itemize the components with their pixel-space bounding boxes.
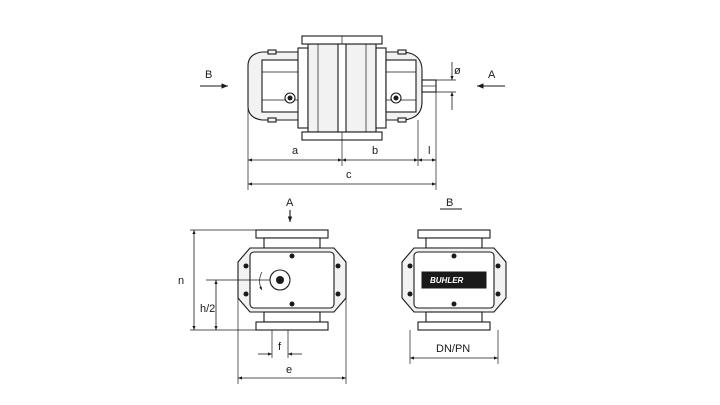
left-grease-nipple-center xyxy=(287,95,293,101)
right-bolt xyxy=(397,49,407,55)
inlet-neck xyxy=(263,237,321,249)
side-inlet-flange xyxy=(417,229,491,239)
dim-b-label: b xyxy=(372,145,378,157)
front-view-title: A xyxy=(286,197,294,209)
bolt xyxy=(243,291,249,297)
bolt xyxy=(495,263,501,269)
left-end-plate xyxy=(297,47,309,129)
left-bolt xyxy=(267,49,277,55)
center-rib xyxy=(337,43,347,133)
bolt xyxy=(451,301,457,307)
dim-h2-label: h/2 xyxy=(200,303,215,315)
right-grease-nipple-center xyxy=(393,95,399,101)
rotation-arrow xyxy=(259,271,263,291)
right-end-plate xyxy=(375,47,387,129)
top-view: B A xyxy=(200,35,505,190)
dim-e-label: e xyxy=(286,364,292,376)
right-bolt xyxy=(397,117,407,123)
front-view-a: A n h/2 f xyxy=(178,197,347,384)
side-view-title: B xyxy=(446,197,453,209)
diameter-label: ø xyxy=(454,65,461,77)
side-view-b: B BUHLER DN/PN xyxy=(401,197,507,364)
bolt xyxy=(407,291,413,297)
view-b-label: B xyxy=(205,69,212,81)
dim-dnpn-label: DN/PN xyxy=(436,343,470,355)
dim-f-label: f xyxy=(278,341,282,353)
dim-n-label: n xyxy=(178,275,184,287)
outlet-flange xyxy=(255,321,329,331)
side-outlet-flange xyxy=(417,321,491,331)
inlet-flange xyxy=(255,229,329,239)
bolt xyxy=(451,253,457,259)
side-inlet-neck xyxy=(425,237,483,249)
dim-a-label: a xyxy=(292,145,299,157)
outlet-neck xyxy=(263,311,321,323)
dim-l-label: l xyxy=(428,145,430,157)
bolt xyxy=(495,291,501,297)
logo-text: BUHLER xyxy=(430,276,464,285)
right-cover-inner xyxy=(385,59,417,113)
logo-plate xyxy=(421,271,487,289)
bolt xyxy=(243,263,249,269)
left-bolt xyxy=(267,117,277,123)
bolt xyxy=(289,301,295,307)
view-a-label: A xyxy=(488,69,496,81)
bolt xyxy=(335,291,341,297)
left-cover-inner xyxy=(261,59,301,113)
shaft-hub-center xyxy=(276,276,284,284)
dim-c-label: c xyxy=(346,169,352,181)
side-outlet-neck xyxy=(425,311,483,323)
bolt xyxy=(335,263,341,269)
bolt xyxy=(407,263,413,269)
bolt xyxy=(289,253,295,259)
